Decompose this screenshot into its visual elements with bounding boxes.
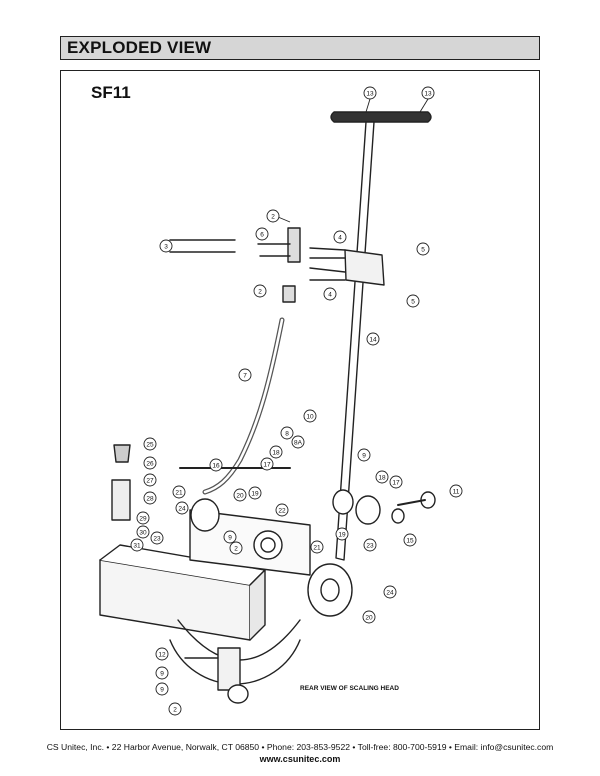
mount-plate — [344, 249, 385, 286]
rear-view-caption: REAR VIEW OF SCALING HEAD — [300, 685, 399, 692]
callout-20b: 20 — [365, 615, 373, 622]
footer-website[interactable]: www.csunitec.com — [259, 754, 341, 764]
section-header-bar: EXPLODED VIEW — [60, 36, 540, 60]
callout-2c: 2 — [234, 546, 238, 553]
footer-address: CS Unitec, Inc. • 22 Harbor Avenue, Norw… — [46, 742, 554, 752]
callout-13b: 13 — [424, 91, 432, 98]
callout-7: 7 — [243, 373, 247, 380]
callout-24a: 24 — [178, 506, 186, 513]
callout-8: 8 — [285, 431, 289, 438]
callout-4a: 4 — [338, 235, 342, 242]
callout-23b: 23 — [366, 543, 374, 550]
callout-27: 27 — [146, 478, 154, 485]
callout-19a: 19 — [251, 491, 259, 498]
callout-25: 25 — [146, 442, 154, 449]
diagram-frame: SF11 — [60, 70, 540, 730]
callout-10: 10 — [306, 414, 314, 421]
callout-8a: 8A — [294, 440, 303, 447]
callout-11: 11 — [453, 489, 460, 496]
callout-5b: 5 — [411, 299, 415, 306]
handle-shaft — [335, 121, 375, 561]
callout-26: 26 — [146, 461, 154, 468]
callout-17a: 17 — [263, 462, 271, 469]
carriage-plate — [189, 509, 311, 576]
callout-31: 31 — [133, 543, 141, 550]
callout-9c: 9 — [160, 671, 164, 678]
callout-30: 30 — [139, 530, 147, 537]
callout-21a: 21 — [175, 490, 183, 497]
callout-14: 14 — [369, 337, 377, 344]
wheel-right — [307, 563, 353, 617]
wheel-left — [190, 498, 220, 532]
callout-13a: 13 — [366, 91, 374, 98]
handle-grip — [330, 111, 432, 123]
callout-2d: 2 — [173, 707, 177, 714]
callout-9b: 9 — [228, 535, 232, 542]
fitting-bottom — [282, 285, 296, 303]
callout-16: 16 — [212, 463, 220, 470]
callout-17b: 17 — [392, 480, 400, 487]
callout-4b: 4 — [328, 292, 332, 299]
callout-2a: 2 — [271, 214, 275, 221]
callout-18a: 18 — [272, 450, 280, 457]
callout-22: 22 — [278, 508, 286, 515]
callout-20a: 20 — [236, 493, 244, 500]
callout-9a: 9 — [362, 453, 366, 460]
section-title: EXPLODED VIEW — [67, 38, 212, 57]
callout-18b: 18 — [378, 475, 386, 482]
callout-2b: 2 — [258, 289, 262, 296]
callout-12: 12 — [158, 652, 166, 659]
callout-19b: 19 — [338, 532, 346, 539]
callout-6: 6 — [260, 232, 264, 239]
callout-23a: 23 — [153, 536, 161, 543]
callout-28: 28 — [146, 496, 154, 503]
callout-24b: 24 — [386, 590, 394, 597]
callout-3: 3 — [164, 244, 168, 251]
fitting-top — [287, 227, 301, 263]
callout-21b: 21 — [313, 545, 321, 552]
callout-15: 15 — [406, 538, 414, 545]
model-label: SF11 — [91, 83, 131, 102]
callout-29: 29 — [139, 516, 147, 523]
callout-9d: 9 — [160, 687, 164, 694]
callout-5a: 5 — [421, 247, 425, 254]
